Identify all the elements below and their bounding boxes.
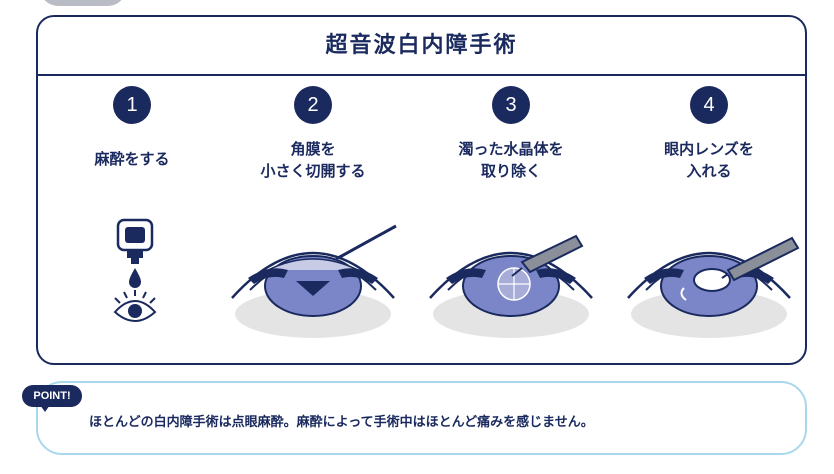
eye-drop-bottle-icon (116, 218, 154, 264)
scalpel-icon (337, 224, 397, 260)
step-number: 1 (113, 86, 151, 124)
step-number: 4 (690, 86, 728, 124)
point-badge: POINT! (22, 385, 82, 407)
lens-removal-illustration (429, 234, 593, 338)
incision-illustration (231, 224, 397, 338)
step-number: 3 (492, 86, 530, 124)
anesthesia-illustration (113, 218, 157, 322)
step-label: 濁った水晶体を 取り除く (458, 140, 564, 180)
point-text: ほとんどの白内障手術は点眼麻酔。麻酔によって手術中はほとんど痛みを感じません。 (89, 415, 594, 430)
drop-icon (129, 268, 141, 288)
procedure-panel: 超音波白内障手術 (36, 15, 807, 365)
step-label: 眼内レンズを 入れる (664, 140, 754, 180)
step-number: 2 (294, 86, 332, 124)
top-tab (40, 0, 126, 6)
iol-insertion-illustration (627, 236, 800, 338)
step-1: 1 麻酔をする (47, 86, 217, 170)
step-label: 角膜を 小さく切開する (260, 140, 366, 180)
point-box (36, 381, 807, 455)
step-2: 2 角膜を 小さく切開する (228, 86, 398, 182)
eye-icon (113, 290, 157, 322)
step-label: 麻酔をする (94, 150, 170, 168)
step-3: 3 濁った水晶体を 取り除く (426, 86, 596, 182)
point-badge-tail (38, 402, 52, 412)
probe-icon (511, 234, 584, 277)
step-4: 4 眼内レンズを 入れる (624, 86, 794, 182)
panel-title: 超音波白内障手術 (38, 17, 805, 76)
lens-injector-icon (721, 236, 800, 282)
